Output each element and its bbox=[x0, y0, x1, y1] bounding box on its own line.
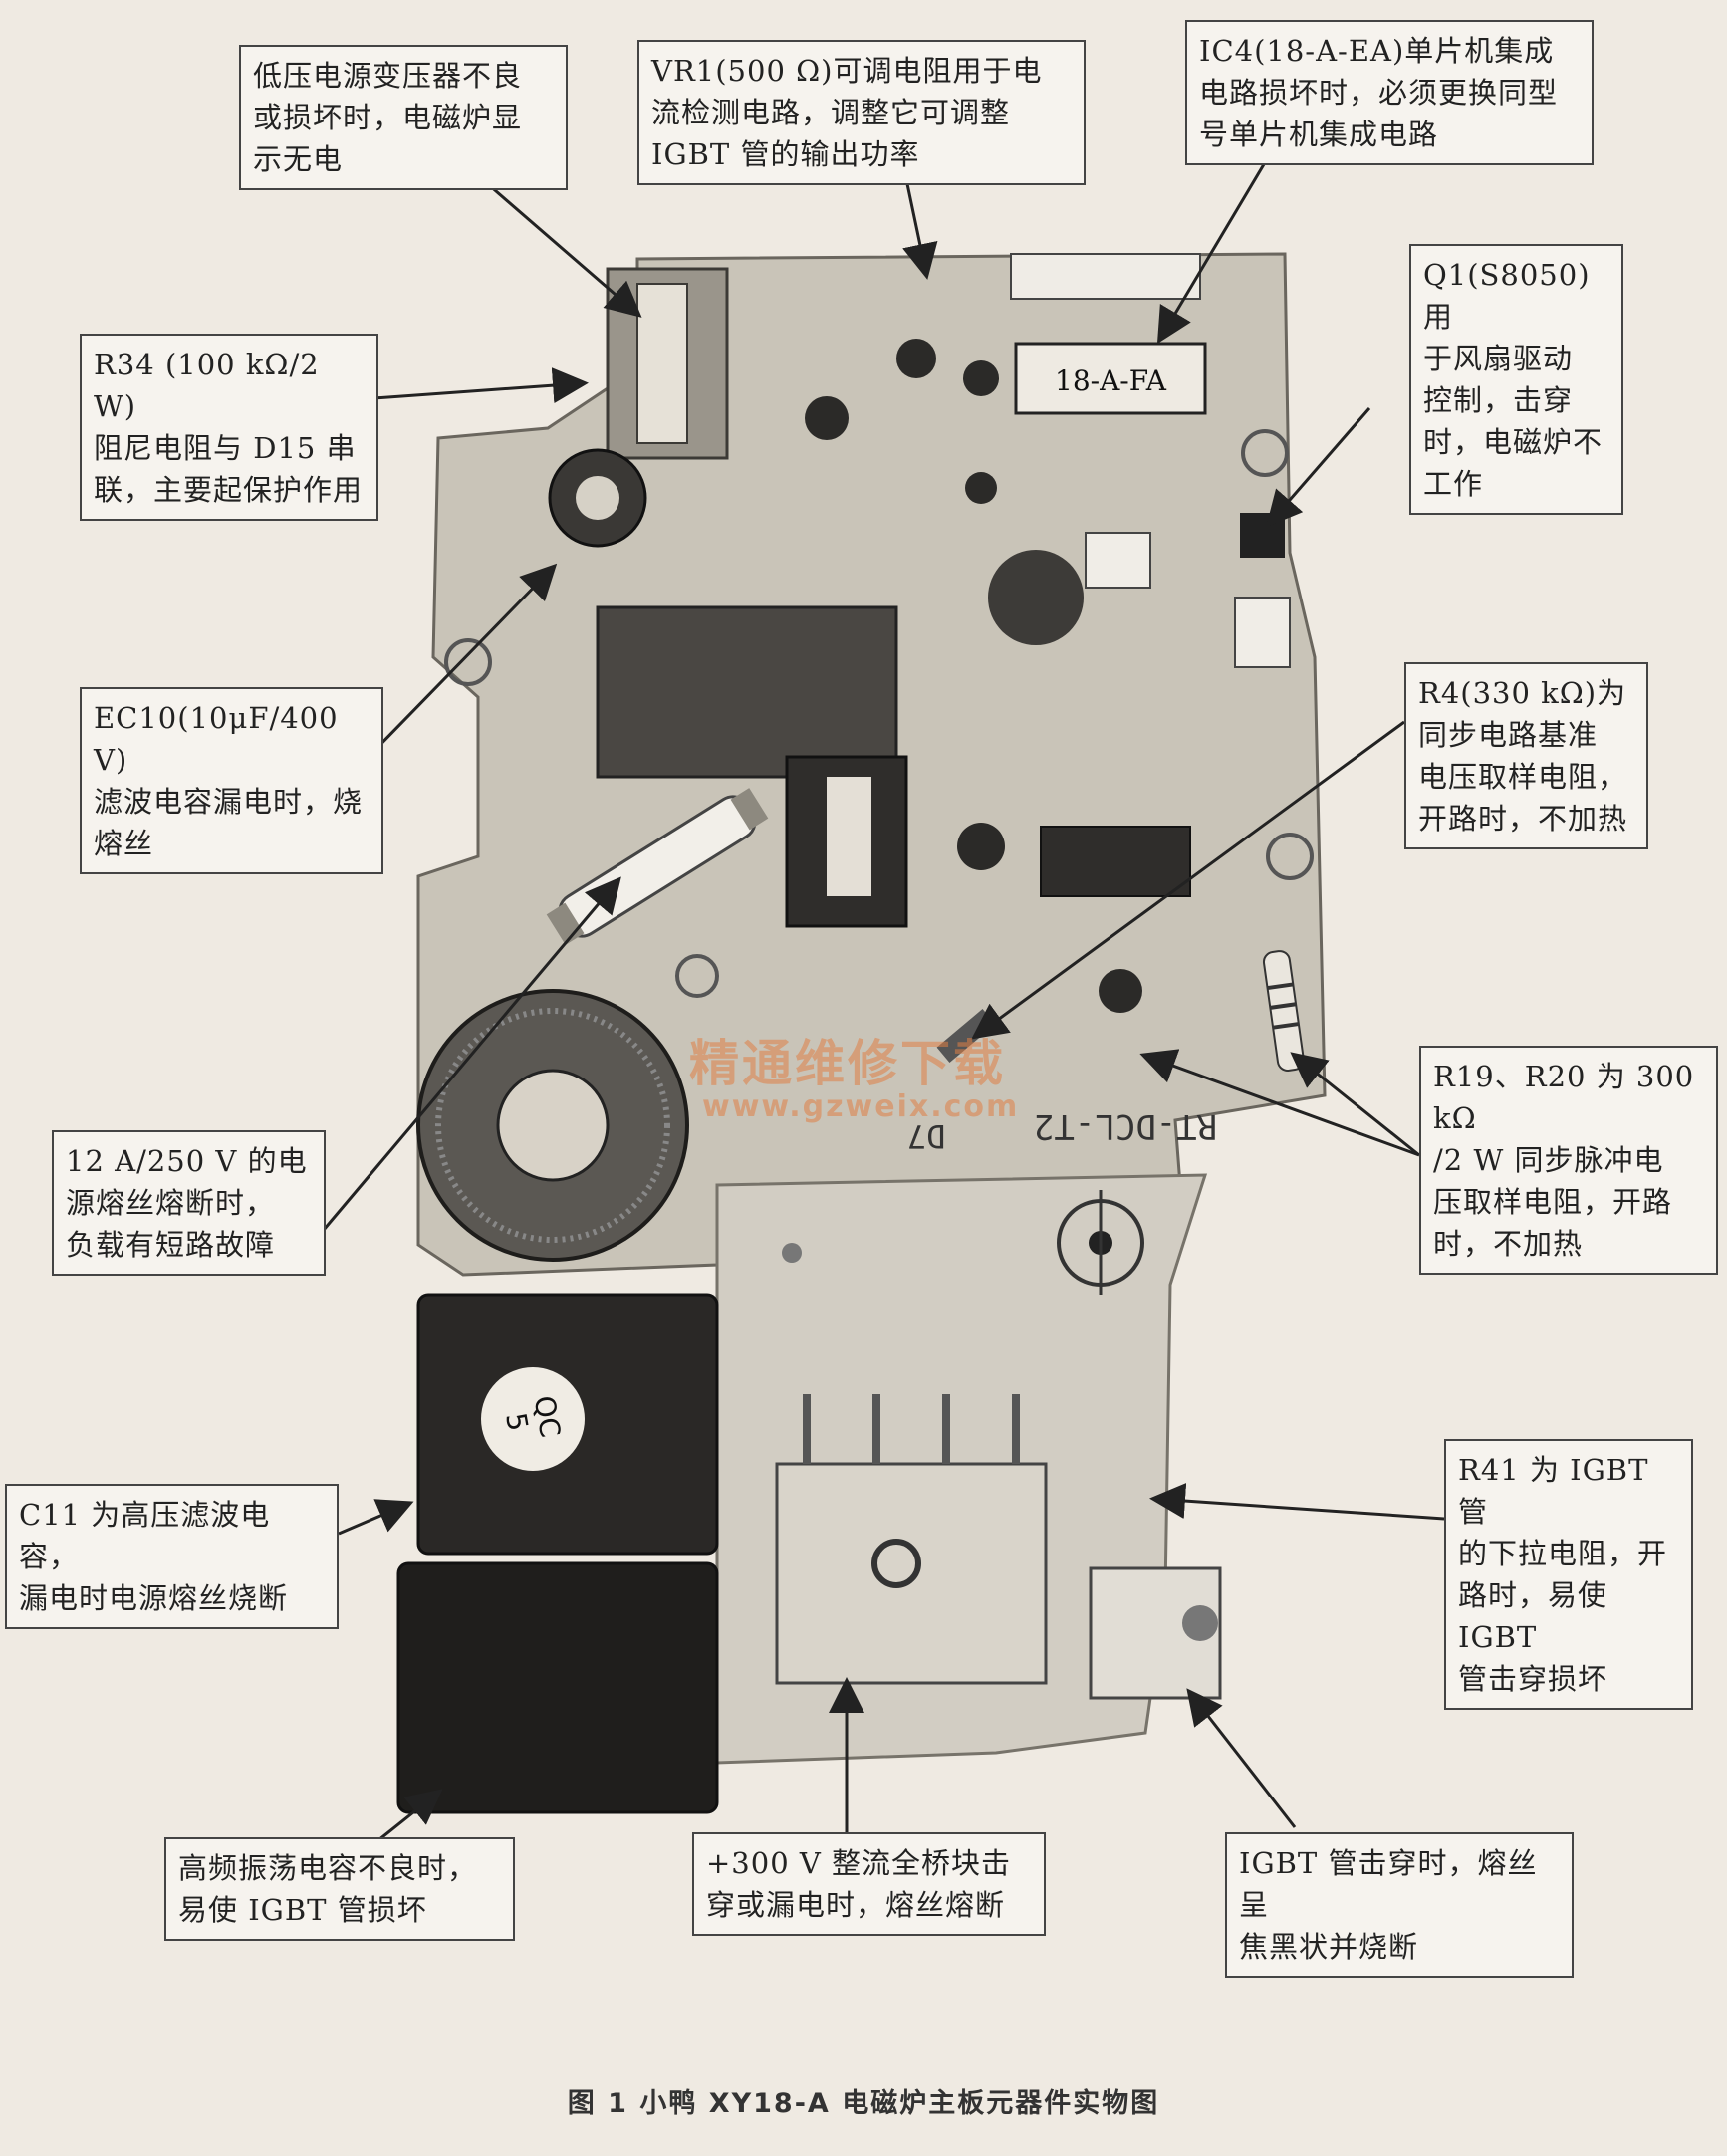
board-marking: RT-DCL-T2 bbox=[1034, 1106, 1217, 1146]
callout-r41: R41 为 IGBT 管 的下拉电阻，开 路时，易使 IGBT 管击穿损坏 bbox=[1444, 1439, 1693, 1710]
callout-bridge: +300 V 整流全桥块击 穿或漏电时，熔丝熔断 bbox=[692, 1832, 1046, 1936]
leader-c11 bbox=[338, 1499, 414, 1536]
leader-r34 bbox=[372, 367, 589, 404]
callout-transformer: 低压电源变压器不良 或损坏时，电磁炉显 示无电 bbox=[239, 45, 568, 190]
leader-r19r20-a bbox=[1290, 1052, 1420, 1157]
d7-marking: D7 bbox=[907, 1117, 946, 1155]
leader-r19r20-b bbox=[1139, 1049, 1420, 1157]
callout-r19r20: R19、R20 为 300 kΩ /2 W 同步脉冲电 压取样电阻，开路 时，不… bbox=[1419, 1046, 1718, 1275]
callout-q1: Q1(S8050)用 于风扇驱动 控制，击穿 时，电磁炉不 工作 bbox=[1409, 244, 1623, 515]
leader-lines bbox=[322, 153, 1445, 1854]
watermark: 精通维修下载 bbox=[689, 1035, 1006, 1092]
callout-hf-cap: 高频振荡电容不良时， 易使 IGBT 管损坏 bbox=[164, 1837, 515, 1941]
callout-r34: R34 (100 kΩ/2 W) 阻尼电阻与 D15 串 联，主要起保护作用 bbox=[80, 334, 378, 521]
leader-q1 bbox=[1266, 407, 1371, 528]
leader-vr1 bbox=[902, 178, 938, 280]
qc-marking: QC5 bbox=[497, 1393, 567, 1445]
callout-ic4: IC4(18-A-EA)单片机集成 电路损坏时，必须更换同型 号单片机集成电路 bbox=[1185, 20, 1594, 165]
ic4-chip bbox=[1014, 342, 1207, 415]
watermark-url: www.gzweix.com bbox=[702, 1089, 1020, 1124]
q1-transistor bbox=[1240, 513, 1285, 558]
leader-r4 bbox=[971, 720, 1405, 1040]
leader-ec10 bbox=[367, 563, 558, 759]
ic-marking: 18-A-FA bbox=[1055, 364, 1167, 397]
leader-transformer bbox=[487, 182, 642, 318]
callout-igbt: IGBT 管击穿时，熔丝呈 焦黑状并烧断 bbox=[1225, 1832, 1574, 1978]
figure-caption: 图 1 小鸭 XY18-A 电磁炉主板元器件实物图 bbox=[567, 2088, 1160, 2119]
bridge-rectifier bbox=[775, 1462, 1048, 1685]
hf-capacitor bbox=[396, 1561, 719, 1814]
leader-r41 bbox=[1149, 1483, 1445, 1521]
r19-r20-resistor bbox=[1262, 950, 1305, 1072]
callout-fuse: 12 A/250 V 的电 源熔丝熔断时， 负载有短路故障 bbox=[52, 1130, 326, 1276]
choke-block bbox=[596, 605, 898, 779]
callout-c11: C11 为高压滤波电容， 漏电时电源熔丝烧断 bbox=[5, 1484, 339, 1629]
leader-ic4 bbox=[1156, 153, 1272, 345]
callout-r4: R4(330 kΩ)为 同步电路基准 电压取样电阻， 开路时，不加热 bbox=[1404, 662, 1648, 849]
callout-ec10: EC10(10μF/400 V) 滤波电容漏电时，烧 熔丝 bbox=[80, 687, 383, 874]
callout-vr1: VR1(500 Ω)可调电阻用于电 流检测电路，调整它可调整 IGBT 管的输出… bbox=[637, 40, 1086, 185]
leader-fuse bbox=[322, 876, 621, 1231]
leader-igbt bbox=[1186, 1688, 1297, 1828]
